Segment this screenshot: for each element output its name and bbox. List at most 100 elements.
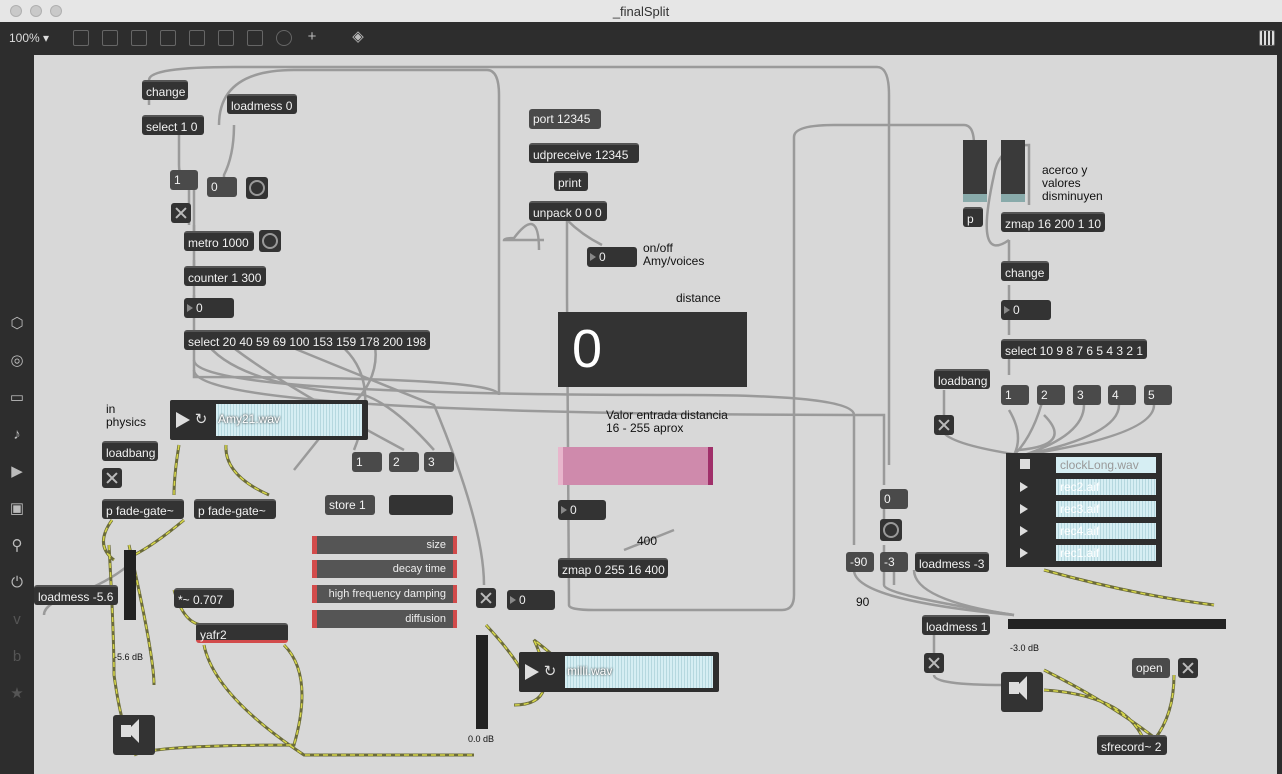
message-b3[interactable]: 3 — [1073, 385, 1101, 405]
zoom-select[interactable]: 100% ▾ — [9, 31, 50, 45]
message-minus90[interactable]: -90 — [846, 552, 874, 572]
udpreceive-object[interactable]: udpreceive 12345 — [529, 143, 639, 163]
player-amy[interactable]: ↻ Amy21.wav — [170, 400, 368, 440]
bang-button[interactable] — [246, 177, 268, 199]
close-window-button[interactable] — [10, 5, 22, 17]
print-object[interactable]: print — [554, 171, 588, 191]
star-icon[interactable]: ★ — [10, 685, 24, 702]
metro-object[interactable]: metro 1000 — [184, 231, 254, 251]
message-b2[interactable]: 2 — [1037, 385, 1065, 405]
loop-icon[interactable]: ↻ — [543, 663, 557, 680]
gain-meter-2[interactable] — [476, 635, 488, 729]
player-milli[interactable]: ↻ milli.wav — [519, 652, 719, 692]
playlist-row[interactable]: clockLong.wav — [1006, 455, 1162, 475]
add-icon[interactable]: + — [307, 28, 317, 45]
slider-high-frequency-damping[interactable]: high frequency damping — [312, 585, 457, 603]
toggle-fade[interactable] — [102, 468, 122, 488]
ezdac-2[interactable] — [1001, 672, 1043, 712]
p-object[interactable]: p — [963, 207, 983, 227]
message-1[interactable]: 1 — [170, 170, 198, 190]
store-message[interactable]: store 1 — [325, 495, 375, 515]
slider-icon[interactable] — [247, 30, 263, 46]
message-0[interactable]: 0 — [207, 177, 237, 197]
loadbang-object-2[interactable]: loadbang — [934, 369, 990, 389]
zoom-window-button[interactable] — [50, 5, 62, 17]
toggle-milli[interactable] — [476, 588, 496, 608]
sfrecord-object[interactable]: sfrecord~ 2 — [1097, 735, 1167, 755]
paint-icon[interactable]: ◈ — [352, 28, 364, 45]
paperclip-icon[interactable]: ⚲ — [11, 537, 23, 554]
playlist-row[interactable]: rec3.aif — [1006, 499, 1162, 519]
message-1b[interactable]: 1 — [352, 452, 382, 472]
presentation-icon[interactable] — [73, 30, 89, 46]
multiply-object[interactable]: *~ 0.707 — [174, 588, 234, 608]
device-icon[interactable]: ▭ — [9, 389, 25, 406]
vslider-2[interactable] — [1001, 140, 1025, 202]
message-2b[interactable]: 2 — [389, 452, 419, 472]
bang-icon[interactable] — [189, 30, 205, 46]
message-b1[interactable]: 1 — [1001, 385, 1029, 405]
distance-hslider[interactable] — [558, 447, 713, 485]
toggle-sfrecord[interactable] — [1178, 658, 1198, 678]
select-10-1-object[interactable]: select 10 9 8 7 6 5 4 3 2 1 — [1001, 339, 1147, 359]
toggle-metro[interactable] — [171, 203, 191, 223]
fade-gate-object-1[interactable]: p fade-gate~ — [102, 499, 184, 519]
minimize-window-button[interactable] — [30, 5, 42, 17]
package-icon[interactable]: ⬡ — [10, 315, 24, 332]
onoff-number[interactable]: 0 — [587, 247, 637, 267]
milli-number[interactable]: 0 — [507, 590, 555, 610]
patcher-canvas[interactable]: change select 1 0 loadmess 0 1 0 metro 1… — [34, 55, 1277, 774]
play-icon[interactable] — [525, 664, 539, 680]
media-icon[interactable]: ▶ — [11, 463, 23, 480]
dial-icon[interactable] — [276, 30, 292, 46]
zmap-number[interactable]: 0 — [1001, 300, 1051, 320]
comment-icon[interactable] — [131, 30, 147, 46]
select-1-0-object[interactable]: select 1 0 — [142, 115, 204, 135]
port-message[interactable]: port 12345 — [529, 109, 601, 129]
v-icon[interactable]: v — [13, 611, 21, 628]
plug-icon[interactable]: ⏻ — [11, 574, 23, 591]
message-minus3[interactable]: -3 — [880, 552, 908, 572]
player-icon[interactable] — [218, 30, 234, 46]
preset-object[interactable] — [389, 495, 453, 515]
counter-number[interactable]: 0 — [184, 298, 234, 318]
play-icon[interactable] — [1020, 482, 1028, 492]
right-scrollbar[interactable] — [1277, 55, 1282, 774]
yafr2-object[interactable]: yafr2 — [196, 623, 288, 643]
distance-big-number[interactable]: 0 — [558, 312, 747, 387]
play-icon[interactable] — [1020, 526, 1028, 536]
play-icon[interactable] — [176, 412, 190, 428]
zmap-16-200-object[interactable]: zmap 16 200 1 10 — [1001, 212, 1105, 232]
change-object[interactable]: change — [142, 80, 188, 100]
toggle-icon[interactable] — [160, 30, 176, 46]
vslider-1[interactable] — [963, 140, 987, 202]
unpack-object[interactable]: unpack 0 0 0 — [529, 201, 607, 221]
hslider-number[interactable]: 0 — [558, 500, 606, 520]
loadmess-5-6-object[interactable]: loadmess -5.6 — [34, 585, 118, 605]
playlist-row[interactable]: rec1.aif — [1006, 543, 1162, 563]
gain-meter-1[interactable] — [124, 550, 136, 620]
message-b5[interactable]: 5 — [1144, 385, 1172, 405]
metro-bang[interactable] — [259, 230, 281, 252]
toggle-list[interactable] — [934, 415, 954, 435]
playlist-object[interactable]: clockLong.wav rec2.aif rec3.aif rec4.aif… — [1006, 453, 1162, 567]
playlist-row[interactable]: rec2.aif — [1006, 477, 1162, 497]
zmap-0-255-object[interactable]: zmap 0 255 16 400 — [558, 558, 668, 578]
message-0c[interactable]: 0 — [880, 489, 908, 509]
target-icon[interactable]: ◎ — [10, 352, 24, 369]
toggle-record[interactable] — [924, 653, 944, 673]
message-b4[interactable]: 4 — [1108, 385, 1136, 405]
fade-gate-object-2[interactable]: p fade-gate~ — [194, 499, 276, 519]
play-icon[interactable] — [1020, 548, 1028, 558]
stop-icon[interactable] — [1020, 459, 1030, 469]
slider-diffusion[interactable]: diffusion — [312, 610, 457, 628]
ezdac-1[interactable] — [113, 715, 155, 755]
slider-size[interactable]: size — [312, 536, 457, 554]
bang-right[interactable] — [880, 519, 902, 541]
horizontal-gain-meter[interactable] — [1008, 619, 1226, 629]
loop-icon[interactable]: ↻ — [194, 411, 208, 428]
loadbang-object[interactable]: loadbang — [102, 441, 158, 461]
object-icon[interactable] — [102, 30, 118, 46]
image-icon[interactable]: ▣ — [9, 500, 25, 517]
b-icon[interactable]: b — [12, 648, 22, 665]
